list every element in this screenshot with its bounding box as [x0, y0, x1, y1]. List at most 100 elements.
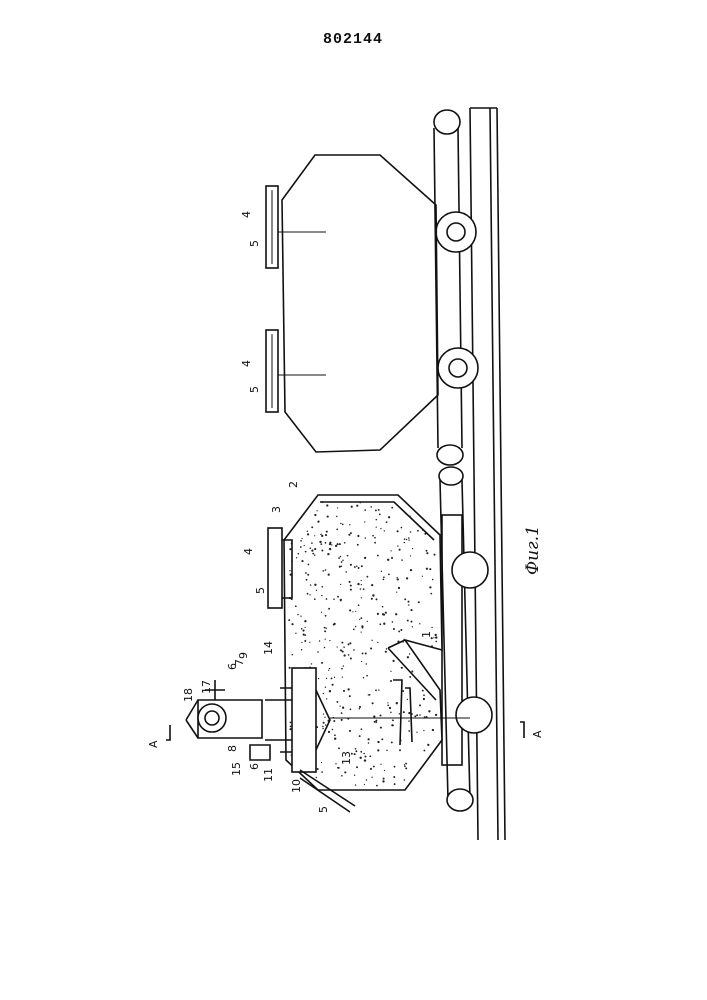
material-dot [386, 521, 388, 523]
material-dot [431, 645, 433, 647]
material-dot [432, 579, 434, 581]
material-dot [355, 750, 357, 752]
material-dot [364, 509, 366, 511]
material-dot [432, 729, 434, 731]
material-dot [322, 501, 324, 503]
material-dot [302, 630, 304, 632]
material-dot [307, 531, 308, 532]
material-dot [366, 675, 368, 677]
material-dot [347, 688, 349, 690]
material-dot [384, 770, 385, 771]
material-dot [289, 548, 291, 550]
material-dot [360, 617, 362, 619]
material-dot [359, 708, 361, 710]
material-dot [377, 741, 379, 743]
material-dot [320, 543, 322, 545]
material-dot [397, 577, 398, 578]
material-dot [350, 589, 352, 591]
material-dot [401, 527, 403, 529]
material-dot [395, 613, 397, 615]
material-dot [325, 534, 327, 536]
material-dot [321, 612, 322, 613]
material-dot [305, 551, 307, 553]
material-dot [304, 627, 305, 628]
material-dot [321, 762, 322, 763]
material-dot [347, 555, 349, 557]
material-dot [374, 542, 376, 544]
material-dot [422, 690, 424, 692]
material-dot [427, 744, 429, 746]
figure-caption: Фиг.1 [523, 525, 543, 575]
material-dot [323, 693, 324, 694]
material-dot [406, 539, 407, 540]
material-dot [300, 546, 302, 548]
material-dot [390, 671, 391, 672]
material-dot [371, 584, 373, 586]
material-dot [300, 540, 302, 542]
material-dot [323, 713, 324, 714]
material-dot [382, 606, 384, 608]
material-dot [325, 542, 327, 544]
material-dot [321, 550, 323, 552]
material-dot [367, 576, 369, 578]
material-dot [358, 567, 360, 569]
material-dot [372, 594, 374, 596]
material-dot [357, 583, 359, 585]
material-dot [329, 668, 330, 669]
material-dot [325, 724, 327, 726]
material-dot [306, 579, 308, 581]
material-dot [345, 571, 347, 573]
material-dot [365, 537, 366, 538]
label-4-c: 4 [242, 548, 255, 555]
material-dot [416, 714, 418, 716]
material-dot [383, 576, 385, 578]
material-dot [385, 651, 387, 653]
material-dot [392, 621, 394, 623]
svg-text:14: 14 [262, 641, 275, 655]
material-dot [328, 731, 330, 733]
material-dot [349, 609, 351, 611]
material-dot [361, 597, 362, 598]
material-dot [378, 689, 379, 690]
material-dot [325, 686, 326, 687]
material-dot [405, 763, 407, 765]
material-dot [335, 763, 336, 764]
material-dot [423, 730, 424, 731]
material-dot [341, 712, 343, 714]
material-dot [321, 662, 323, 664]
material-dot [353, 629, 355, 631]
material-dot [322, 570, 324, 572]
wheel-4 [456, 697, 492, 733]
material-dot [406, 577, 408, 579]
material-dot [322, 728, 323, 729]
svg-text:5: 5 [317, 806, 330, 813]
label-3: 3 [270, 506, 283, 513]
material-dot [349, 695, 351, 697]
material-dot [422, 529, 424, 531]
svg-text:10: 10 [290, 779, 303, 793]
material-dot [349, 581, 351, 583]
coupler-top [434, 110, 460, 134]
material-dot [332, 684, 334, 686]
material-dot [310, 584, 311, 585]
material-dot [365, 652, 367, 654]
material-dot [402, 641, 403, 642]
material-dot [375, 509, 377, 511]
material-dot [386, 750, 387, 751]
material-dot [290, 722, 292, 724]
material-dot [404, 598, 406, 600]
material-dot [377, 555, 379, 557]
material-dot [321, 595, 322, 596]
material-dot [387, 705, 389, 707]
svg-text:9: 9 [237, 652, 250, 659]
material-dot [410, 531, 412, 533]
material-dot [326, 698, 327, 699]
material-dot [418, 601, 420, 603]
material-dot [386, 648, 387, 649]
material-dot [429, 586, 431, 588]
material-dot [289, 667, 291, 669]
material-dot [373, 766, 375, 768]
material-dot [399, 713, 400, 714]
material-dot [350, 658, 352, 660]
material-dot [343, 646, 345, 648]
